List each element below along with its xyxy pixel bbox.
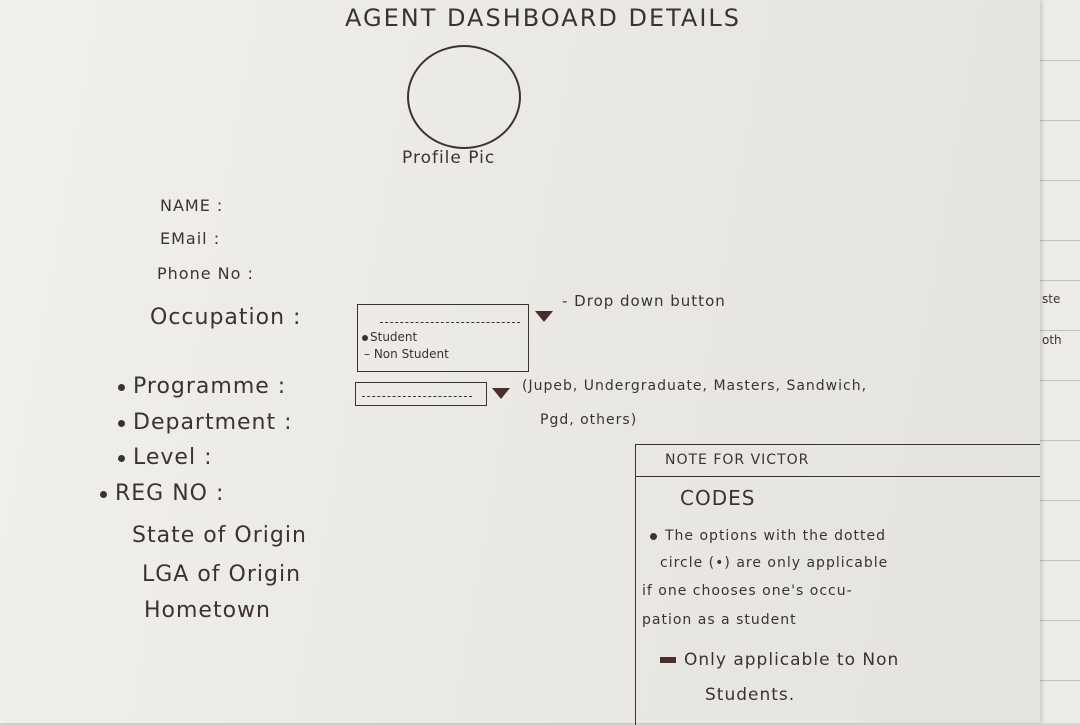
note-nonstudent-rule-2: Students.	[705, 685, 796, 705]
student-only-bullet-icon	[118, 419, 125, 427]
note-subheading: CODES	[680, 486, 756, 510]
student-only-bullet-icon	[118, 454, 125, 462]
occupation-dropdown[interactable]	[357, 304, 529, 372]
note-nonstudent-rule-1: Only applicable to Non	[660, 650, 899, 670]
note-student-rule-3: if one chooses one's occu-	[642, 583, 853, 599]
dotted-circle-icon	[650, 532, 657, 540]
profile-pic-placeholder[interactable]	[407, 45, 521, 149]
state-of-origin-label: State of Origin	[132, 523, 307, 548]
note-student-rule-4: pation as a student	[642, 612, 797, 628]
dropdown-placeholder-line	[380, 322, 520, 323]
dropdown-annotation: - Drop down button	[562, 292, 726, 310]
page-title: AGENT DASHBOARD DETAILS	[345, 4, 742, 32]
option-non-student-label: Non Student	[373, 347, 449, 361]
note-header-divider	[635, 476, 1040, 477]
option-non-student[interactable]: – Non Student	[364, 347, 449, 361]
non-student-dash-icon: –	[364, 347, 374, 361]
occupation-label: Occupation :	[150, 305, 302, 330]
note-heading: NOTE FOR VICTOR	[665, 452, 810, 468]
reg-no-label: REG NO :	[100, 481, 224, 506]
margin-note-1: ste	[1042, 292, 1061, 306]
programme-dropdown-arrow-icon[interactable]	[492, 388, 510, 399]
phone-label: Phone No :	[157, 264, 254, 283]
programme-dropdown[interactable]	[355, 382, 487, 406]
note-student-rule-1: The options with the dotted	[650, 528, 886, 544]
student-only-bullet-icon	[118, 383, 125, 391]
occupation-dropdown-arrow-icon[interactable]	[535, 311, 553, 322]
dash-marker-icon	[660, 657, 676, 663]
sketch-paper	[0, 0, 1040, 723]
lga-of-origin-label: LGA of Origin	[142, 562, 302, 587]
name-label: NAME :	[160, 196, 224, 215]
programme-label: Programme :	[118, 374, 286, 399]
level-label: Level :	[118, 445, 212, 470]
email-label: EMail :	[160, 229, 221, 248]
option-student-label: Student	[370, 330, 418, 344]
hometown-label: Hometown	[144, 598, 271, 623]
developer-note-box	[635, 444, 1040, 725]
programme-options-note-1: (Jupeb, Undergraduate, Masters, Sandwich…	[522, 378, 868, 394]
programme-options-note-2: Pgd, others)	[540, 412, 638, 428]
department-label: Department :	[118, 410, 293, 435]
student-dot-icon	[362, 334, 368, 341]
profile-pic-label: Profile Pic	[402, 148, 496, 168]
student-only-bullet-icon	[100, 490, 107, 498]
programme-placeholder-line	[362, 396, 472, 397]
note-student-rule-2: circle (•) are only applicable	[660, 555, 889, 571]
option-student[interactable]: Student	[362, 330, 417, 344]
margin-note-2: oth	[1042, 333, 1062, 347]
